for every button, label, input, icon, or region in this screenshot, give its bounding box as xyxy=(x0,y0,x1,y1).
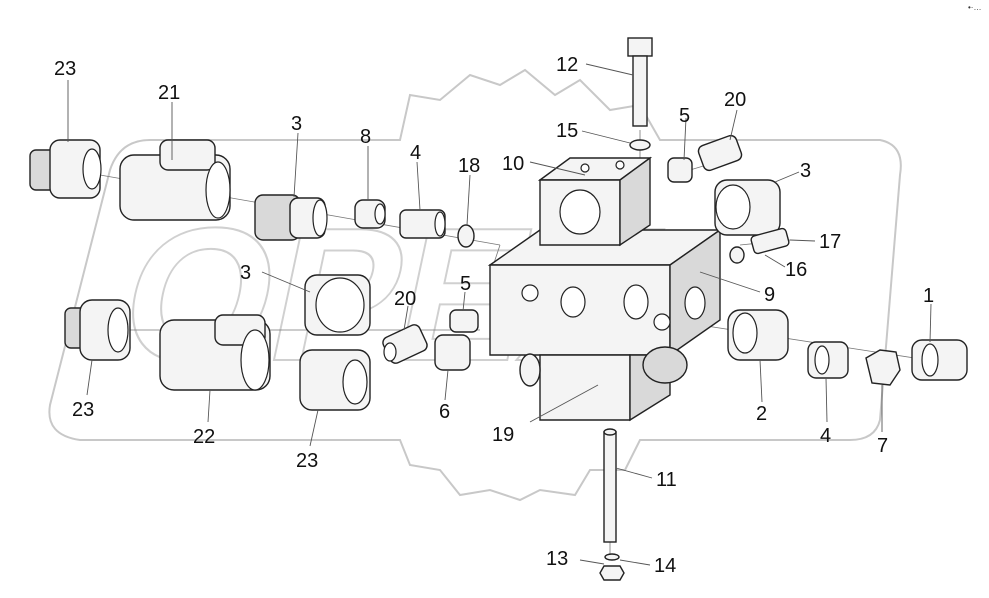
label-12: 12 xyxy=(556,54,578,76)
label-2: 2 xyxy=(756,403,767,425)
o-ring-18 xyxy=(457,224,475,248)
upper-block-10 xyxy=(537,156,653,247)
label-14: 14 xyxy=(654,555,676,577)
label-18: 18 xyxy=(458,155,480,177)
label-20-lower: 20 xyxy=(394,288,416,310)
stud-11 xyxy=(603,428,617,543)
corner-mark: •·… xyxy=(968,3,981,12)
tee-fitting-21 xyxy=(119,139,231,221)
adapter-3-upper-left xyxy=(254,194,328,241)
nipple-4-left xyxy=(399,209,446,239)
label-6: 6 xyxy=(439,401,450,423)
nut-13 xyxy=(599,565,625,581)
nipple-4-right xyxy=(807,341,849,379)
sensor-17 xyxy=(750,227,790,255)
connector-1 xyxy=(911,339,968,381)
label-4-upper: 4 xyxy=(410,142,421,164)
label-20-upper: 20 xyxy=(724,89,746,111)
nipple-5-lower xyxy=(449,309,479,333)
label-10: 10 xyxy=(502,153,524,175)
plug-6 xyxy=(434,334,471,371)
adapter-8 xyxy=(354,199,386,229)
lower-block-19 xyxy=(519,346,688,422)
label-16: 16 xyxy=(785,259,807,281)
label-13: 13 xyxy=(546,548,568,570)
nut-7 xyxy=(865,349,901,386)
washer-16 xyxy=(729,246,745,264)
fitting-23-lower-left xyxy=(64,299,131,361)
fitting-23-lower-middle xyxy=(299,349,371,411)
label-3-upper-right: 3 xyxy=(800,160,811,182)
bolt-12 xyxy=(627,37,653,127)
fitting-23-top xyxy=(29,139,102,199)
label-19: 19 xyxy=(492,424,514,446)
elbow-20-upper xyxy=(697,134,743,172)
label-17: 17 xyxy=(819,231,841,253)
callout-labels: 23 21 3 8 4 18 10 12 15 5 20 3 17 16 3 5… xyxy=(54,54,934,577)
adapter-2 xyxy=(727,309,789,361)
washer-14 xyxy=(604,553,620,561)
label-1: 1 xyxy=(923,285,934,307)
valve-body-9 xyxy=(487,228,723,357)
label-23-lower-middle: 23 xyxy=(296,450,318,472)
label-5-upper: 5 xyxy=(679,105,690,127)
label-4-lower: 4 xyxy=(820,425,831,447)
adapter-3-middle xyxy=(304,274,371,336)
label-3-middle: 3 xyxy=(240,262,251,284)
label-9: 9 xyxy=(764,284,775,306)
elbow-20-left xyxy=(382,324,428,364)
adapter-3-upper-right xyxy=(714,179,781,236)
label-23-lower-left: 23 xyxy=(72,399,94,421)
label-23-top: 23 xyxy=(54,58,76,80)
label-3-upper-left: 3 xyxy=(291,113,302,135)
label-15: 15 xyxy=(556,120,578,142)
tee-fitting-22 xyxy=(159,314,271,391)
label-7: 7 xyxy=(877,435,888,457)
label-21: 21 xyxy=(158,82,180,104)
leader-lines xyxy=(67,63,932,566)
label-22: 22 xyxy=(193,426,215,448)
washer-15 xyxy=(629,139,651,151)
label-5-lower: 5 xyxy=(460,273,471,295)
label-8: 8 xyxy=(360,126,371,148)
nipple-5-upper xyxy=(667,157,693,183)
label-11: 11 xyxy=(656,469,677,491)
